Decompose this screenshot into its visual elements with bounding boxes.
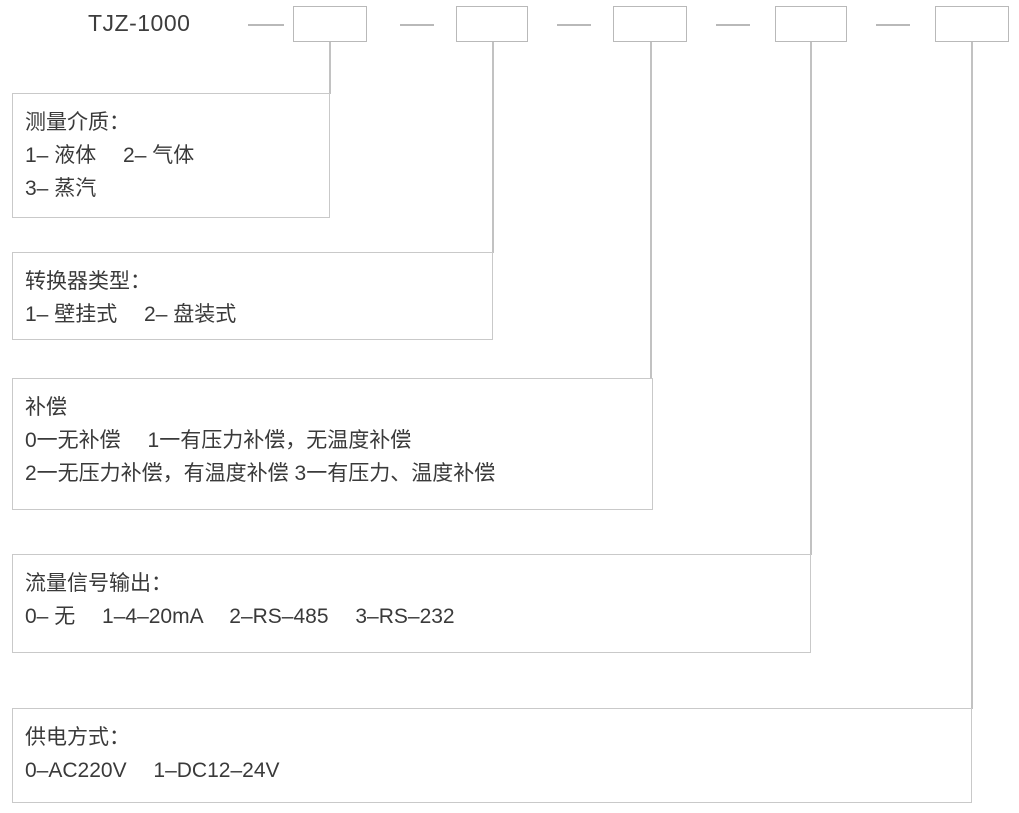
description-box-flow-signal-output: 流量信号输出： 0– 无 1–4–20mA 2–RS–485 3–RS–232	[12, 554, 811, 653]
description-heading: 流量信号输出：	[25, 572, 172, 595]
description-option-line: 0一无补偿 1一有压力补偿，无温度补偿	[25, 429, 412, 452]
separator-dash-4	[716, 24, 750, 26]
leader-line-power-supply	[971, 42, 973, 709]
code-box-power-supply[interactable]	[935, 6, 1009, 42]
code-box-converter-type[interactable]	[456, 6, 528, 42]
description-heading: 补偿	[25, 396, 67, 419]
separator-dash-3	[557, 24, 591, 26]
description-box-compensation: 补偿 0一无补偿 1一有压力补偿，无温度补偿 2一无压力补偿，有温度补偿 3一有…	[12, 378, 653, 510]
description-option-line: 0– 无 1–4–20mA 2–RS–485 3–RS–232	[25, 605, 455, 628]
separator-dash-5	[876, 24, 910, 26]
code-box-compensation[interactable]	[613, 6, 687, 42]
description-option-line: 2一无压力补偿，有温度补偿 3一有压力、温度补偿	[25, 462, 496, 485]
description-option-line: 0–AC220V 1–DC12–24V	[25, 759, 280, 782]
code-box-measuring-medium[interactable]	[293, 6, 367, 42]
model-base-label: TJZ-1000	[88, 10, 191, 36]
leader-line-compensation	[650, 42, 652, 379]
description-box-measuring-medium: 测量介质： 1– 液体 2– 气体 3– 蒸汽	[12, 93, 330, 218]
separator-dash-2	[400, 24, 434, 26]
description-heading: 测量介质：	[25, 111, 130, 134]
description-option-line: 1– 液体 2– 气体	[25, 144, 195, 167]
code-box-flow-signal-output[interactable]	[775, 6, 847, 42]
description-box-power-supply: 供电方式： 0–AC220V 1–DC12–24V	[12, 708, 972, 803]
leader-line-converter-type	[492, 42, 494, 253]
description-heading: 供电方式：	[25, 726, 130, 749]
description-box-converter-type: 转换器类型： 1– 壁挂式 2– 盘装式	[12, 252, 493, 340]
leader-line-measuring-medium	[329, 42, 331, 94]
description-heading: 转换器类型：	[25, 270, 151, 293]
leader-line-flow-signal-output	[810, 42, 812, 555]
description-option-line: 1– 壁挂式 2– 盘装式	[25, 303, 237, 326]
description-option-line: 3– 蒸汽	[25, 177, 97, 200]
separator-dash-1	[248, 24, 284, 26]
